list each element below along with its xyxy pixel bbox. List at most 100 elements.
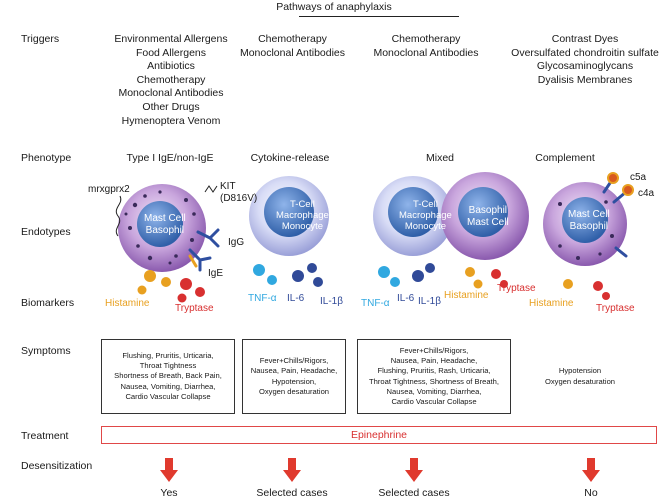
symptoms-col-4: Hypotension Oxygen desaturation [525, 339, 635, 414]
symptoms-box-col-1: Flushing, Pruritis, Urticaria, Throat Ti… [101, 339, 235, 414]
basophil-mast-label: Basophil Mast Cell [467, 205, 509, 229]
trigger-item: Oversulfated chondroitin sulfate [511, 46, 659, 59]
symptom-line: Fever+Chills/Rigors, [399, 345, 469, 355]
complement-mast-cell [543, 172, 634, 300]
label-line: Macrophage [276, 210, 329, 221]
phenotype-col-2: Cytokine-release [250, 152, 330, 164]
symptom-line: Nausea, Vomiting, Diarrhea, [120, 381, 216, 391]
desensitization-col-1: Yes [160, 487, 178, 499]
trigger-item: Monoclonal Antibodies [239, 46, 346, 59]
symptom-line: Nausea, Vomiting, Diarrhea, [386, 386, 482, 396]
trigger-item: Chemotherapy [258, 33, 327, 45]
symptom-line: Throat Tightness [139, 361, 197, 371]
label-line: Basophil [468, 205, 508, 216]
label-line: Macrophage [399, 210, 452, 221]
triggers-col-1: Environmental Allergens Food Allergens A… [86, 33, 256, 128]
mixed-cells [373, 172, 529, 289]
symptom-line: Nausea, Pain, Headache, [390, 355, 478, 365]
tcell-macrophage-cell [249, 176, 329, 287]
down-arrow-icon [283, 458, 301, 482]
mast-cell-basophil-cell [115, 184, 220, 303]
c4a-label: c4a [638, 188, 655, 199]
biomarker-tnf-col2: TNF-α [248, 293, 277, 304]
symptom-line: Hypotension, [271, 376, 317, 386]
row-label-symptoms: Symptoms [21, 345, 71, 357]
symptom-line: Flushing, Pruritis, Rash, Urticaria, [377, 366, 491, 376]
mast-basophil-label: Mast Cell Basophil [144, 213, 186, 237]
biomarker-tryptase-col4: Tryptase [596, 303, 635, 314]
down-arrow-icon [160, 458, 178, 482]
row-label-biomarkers: Biomarkers [21, 297, 75, 309]
biomarker-tryptase-col3: Tryptase [497, 283, 536, 294]
biomarker-il6-col2: IL-6 [287, 293, 305, 304]
row-label-desensitization: Desensitization [21, 460, 93, 472]
label-line: Mast Cell [467, 217, 509, 228]
row-label-endotypes: Endotypes [21, 226, 71, 238]
trigger-item: Chemotherapy [391, 33, 461, 45]
label-line: Monocyte [281, 221, 323, 232]
triggers-col-3: Chemotherapy Monoclonal Antibodies [356, 33, 496, 60]
endotype-illustrations [115, 172, 634, 303]
tcell-label-col2: T-Cell Macrophage Monocyte [276, 199, 329, 232]
label-line: Mast Cell [568, 209, 610, 220]
ige-label: IgE [208, 268, 224, 279]
label-line: Mast Cell [144, 213, 186, 224]
label-line: KIT [220, 181, 236, 192]
phenotype-col-1: Type I IgE/non-IgE [126, 152, 214, 164]
biomarker-histamine-col1: Histamine [105, 298, 150, 309]
c5a-molecule [607, 172, 619, 184]
complement-mast-label: Mast Cell Basophil [568, 209, 610, 233]
label-line: Basophil [145, 225, 185, 236]
row-label-treatment: Treatment [21, 430, 69, 442]
trigger-item: Hymenoptera Venom [121, 114, 221, 127]
biomarker-histamine-col3: Histamine [444, 290, 489, 301]
biomarker-il1b-col2: IL-1β [320, 296, 343, 307]
trigger-item: Dyalisis Membranes [537, 73, 633, 86]
granules [124, 190, 196, 265]
igg-label: IgG [228, 237, 245, 248]
trigger-item: Other Drugs [142, 100, 200, 113]
symptoms-box-col-2: Fever+Chills/Rigors, Nausea, Pain, Heada… [242, 339, 346, 414]
c4a-molecule [622, 184, 634, 196]
title-underline [299, 16, 459, 17]
biomarker-tryptase-col1: Tryptase [175, 303, 214, 314]
label-line: T-Cell [290, 199, 315, 210]
figure-title: Pathways of anaphylaxis [276, 1, 392, 13]
down-arrow-icon [405, 458, 423, 482]
symptom-line: Oxygen desaturation [544, 376, 616, 386]
trigger-item: Glycosaminoglycans [536, 60, 634, 73]
triggers-col-2: Chemotherapy Monoclonal Antibodies [225, 33, 360, 60]
desensitization-col-4: No [584, 487, 598, 499]
symptom-line: Cardio Vascular Collapse [125, 391, 211, 401]
trigger-item: Environmental Allergens [114, 33, 228, 45]
desensitization-col-3: Selected cases [378, 487, 450, 499]
label-line: Monocyte [404, 221, 446, 232]
trigger-item: Contrast Dyes [551, 33, 619, 45]
symptom-line: Hypotension [558, 366, 602, 376]
down-arrow-icon [582, 458, 600, 482]
row-label-phenotype: Phenotype [21, 152, 72, 164]
trigger-item: Monoclonal Antibodies [373, 46, 479, 59]
tcell-label-col3: T-Cell Macrophage Monocyte [399, 199, 452, 232]
symptom-line: Throat Tightness, Shortness of Breath, [368, 376, 499, 386]
triggers-col-4: Contrast Dyes Oversulfated chondroitin s… [505, 33, 665, 87]
label-line: (D816V) [220, 193, 258, 204]
trigger-item: Chemotherapy [136, 73, 206, 86]
trigger-item: Monoclonal Antibodies [118, 87, 224, 100]
biomarker-il6-col3: IL-6 [397, 293, 415, 304]
mrxgprx2-label: mrxgprx2 [88, 184, 130, 195]
label-line: Basophil [569, 221, 609, 232]
symptom-line: Cardio Vascular Collapse [391, 397, 477, 407]
symptom-line: Shortness of Breath, Back Pain, [114, 371, 222, 381]
kit-label: KIT (D816V) [220, 181, 257, 205]
c5a-label: c5a [630, 172, 647, 183]
biomarker-tnf-col3: TNF-α [361, 298, 390, 309]
biomarker-histamine-col4: Histamine [529, 298, 574, 309]
treatment-epinephrine-bar: Epinephrine [101, 426, 657, 444]
trigger-item: Antibiotics [147, 60, 195, 73]
symptom-line: Nausea, Pain, Headache, [250, 366, 338, 376]
desensitization-col-2: Selected cases [256, 487, 328, 499]
symptom-line: Oxygen desaturation [258, 386, 330, 396]
label-line: T-Cell [413, 199, 438, 210]
symptom-line: Fever+Chills/Rigors, [259, 355, 329, 365]
